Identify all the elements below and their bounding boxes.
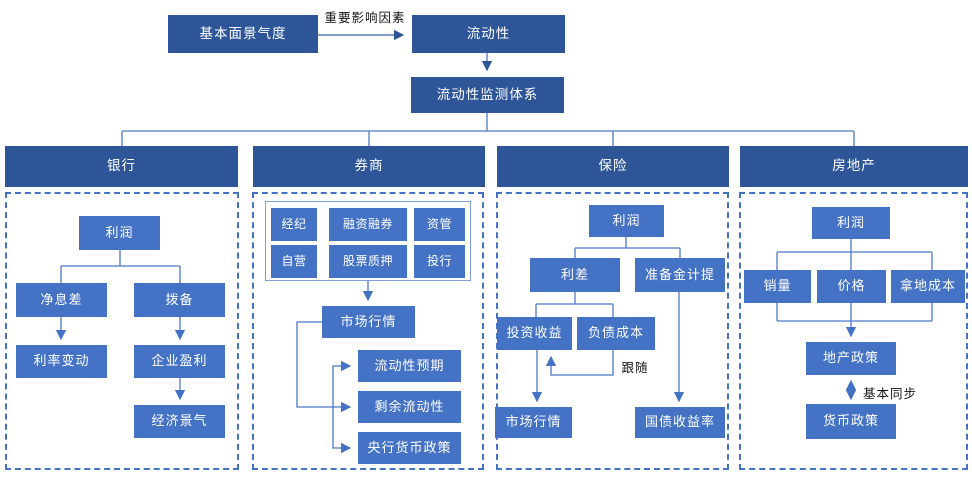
node-broker-residual-liquidity: 剩余流动性: [358, 391, 461, 423]
node-insurance-profit: 利润: [589, 205, 664, 237]
node-insurance-reserve-provision: 准备金计提: [635, 258, 725, 292]
edge-market-to-residual: [296, 321, 352, 413]
node-liquidity: 流动性: [412, 15, 565, 53]
node-monitoring-system: 流动性监测体系: [411, 77, 564, 113]
node-broker-proprietary: 自营: [271, 245, 317, 278]
node-fundamentals: 基本面景气度: [168, 15, 318, 53]
node-bank-provision: 拨备: [134, 283, 225, 317]
edge-label-important-factor: 重要影响因素: [324, 11, 406, 25]
node-insurance-market: 市场行情: [495, 407, 572, 438]
node-broker-margin-financing: 融资融券: [329, 208, 407, 241]
broker-panel: [252, 192, 484, 470]
node-insurance-liability-cost: 负债成本: [577, 317, 655, 350]
edge-re-merge: [776, 303, 933, 322]
node-re-monetary-policy: 货币政策: [806, 404, 896, 439]
node-insurance-treasury-yield: 国债收益率: [635, 407, 725, 438]
node-re-property-policy: 地产政策: [806, 342, 896, 375]
edge-spread-split: [535, 292, 614, 317]
bank-panel: [5, 192, 239, 470]
edge-label-basic-sync: 基本同步: [862, 387, 917, 401]
header-broker: 券商: [253, 146, 485, 187]
node-broker-stock-pledge: 股票质押: [329, 245, 407, 278]
edge-insurance-profit-split: [574, 237, 681, 258]
node-insurance-spread: 利差: [530, 258, 620, 292]
node-broker-asset-management: 资管: [414, 208, 465, 241]
node-insurance-investment-return: 投资收益: [497, 317, 572, 350]
edge-re-profit-split: [776, 239, 933, 270]
edge-bank-profit-split: [60, 250, 181, 283]
node-broker-central-bank-policy: 央行货币政策: [358, 432, 461, 464]
node-re-price: 价格: [817, 270, 886, 303]
header-bank: 银行: [5, 146, 238, 187]
node-broker-brokerage: 经纪: [271, 208, 317, 241]
edge-label-follow: 跟随: [621, 361, 649, 375]
edge-branch-to-policy: [332, 407, 352, 454]
node-broker-market: 市场行情: [322, 306, 415, 338]
node-broker-investment-banking: 投行: [414, 245, 465, 278]
node-bank-corporate-earnings: 企业盈利: [134, 345, 225, 378]
edge-system-to-columns: [121, 113, 855, 146]
edge-liability-follow-loop: [545, 350, 614, 376]
node-bank-profit: 利润: [79, 216, 160, 250]
node-re-land-cost: 拿地成本: [891, 270, 965, 303]
header-real-estate: 房地产: [740, 146, 968, 187]
real-estate-panel: [739, 192, 968, 470]
edge-branch-to-expectation: [332, 360, 352, 407]
node-bank-rate-change: 利率变动: [16, 345, 107, 378]
node-re-sales: 销量: [744, 270, 811, 303]
node-bank-net-interest-margin: 净息差: [16, 283, 107, 317]
node-bank-economic-climate: 经济景气: [134, 405, 225, 438]
header-insurance: 保险: [497, 146, 729, 187]
node-broker-liquidity-expectation: 流动性预期: [358, 350, 461, 382]
node-re-profit: 利润: [812, 207, 890, 239]
